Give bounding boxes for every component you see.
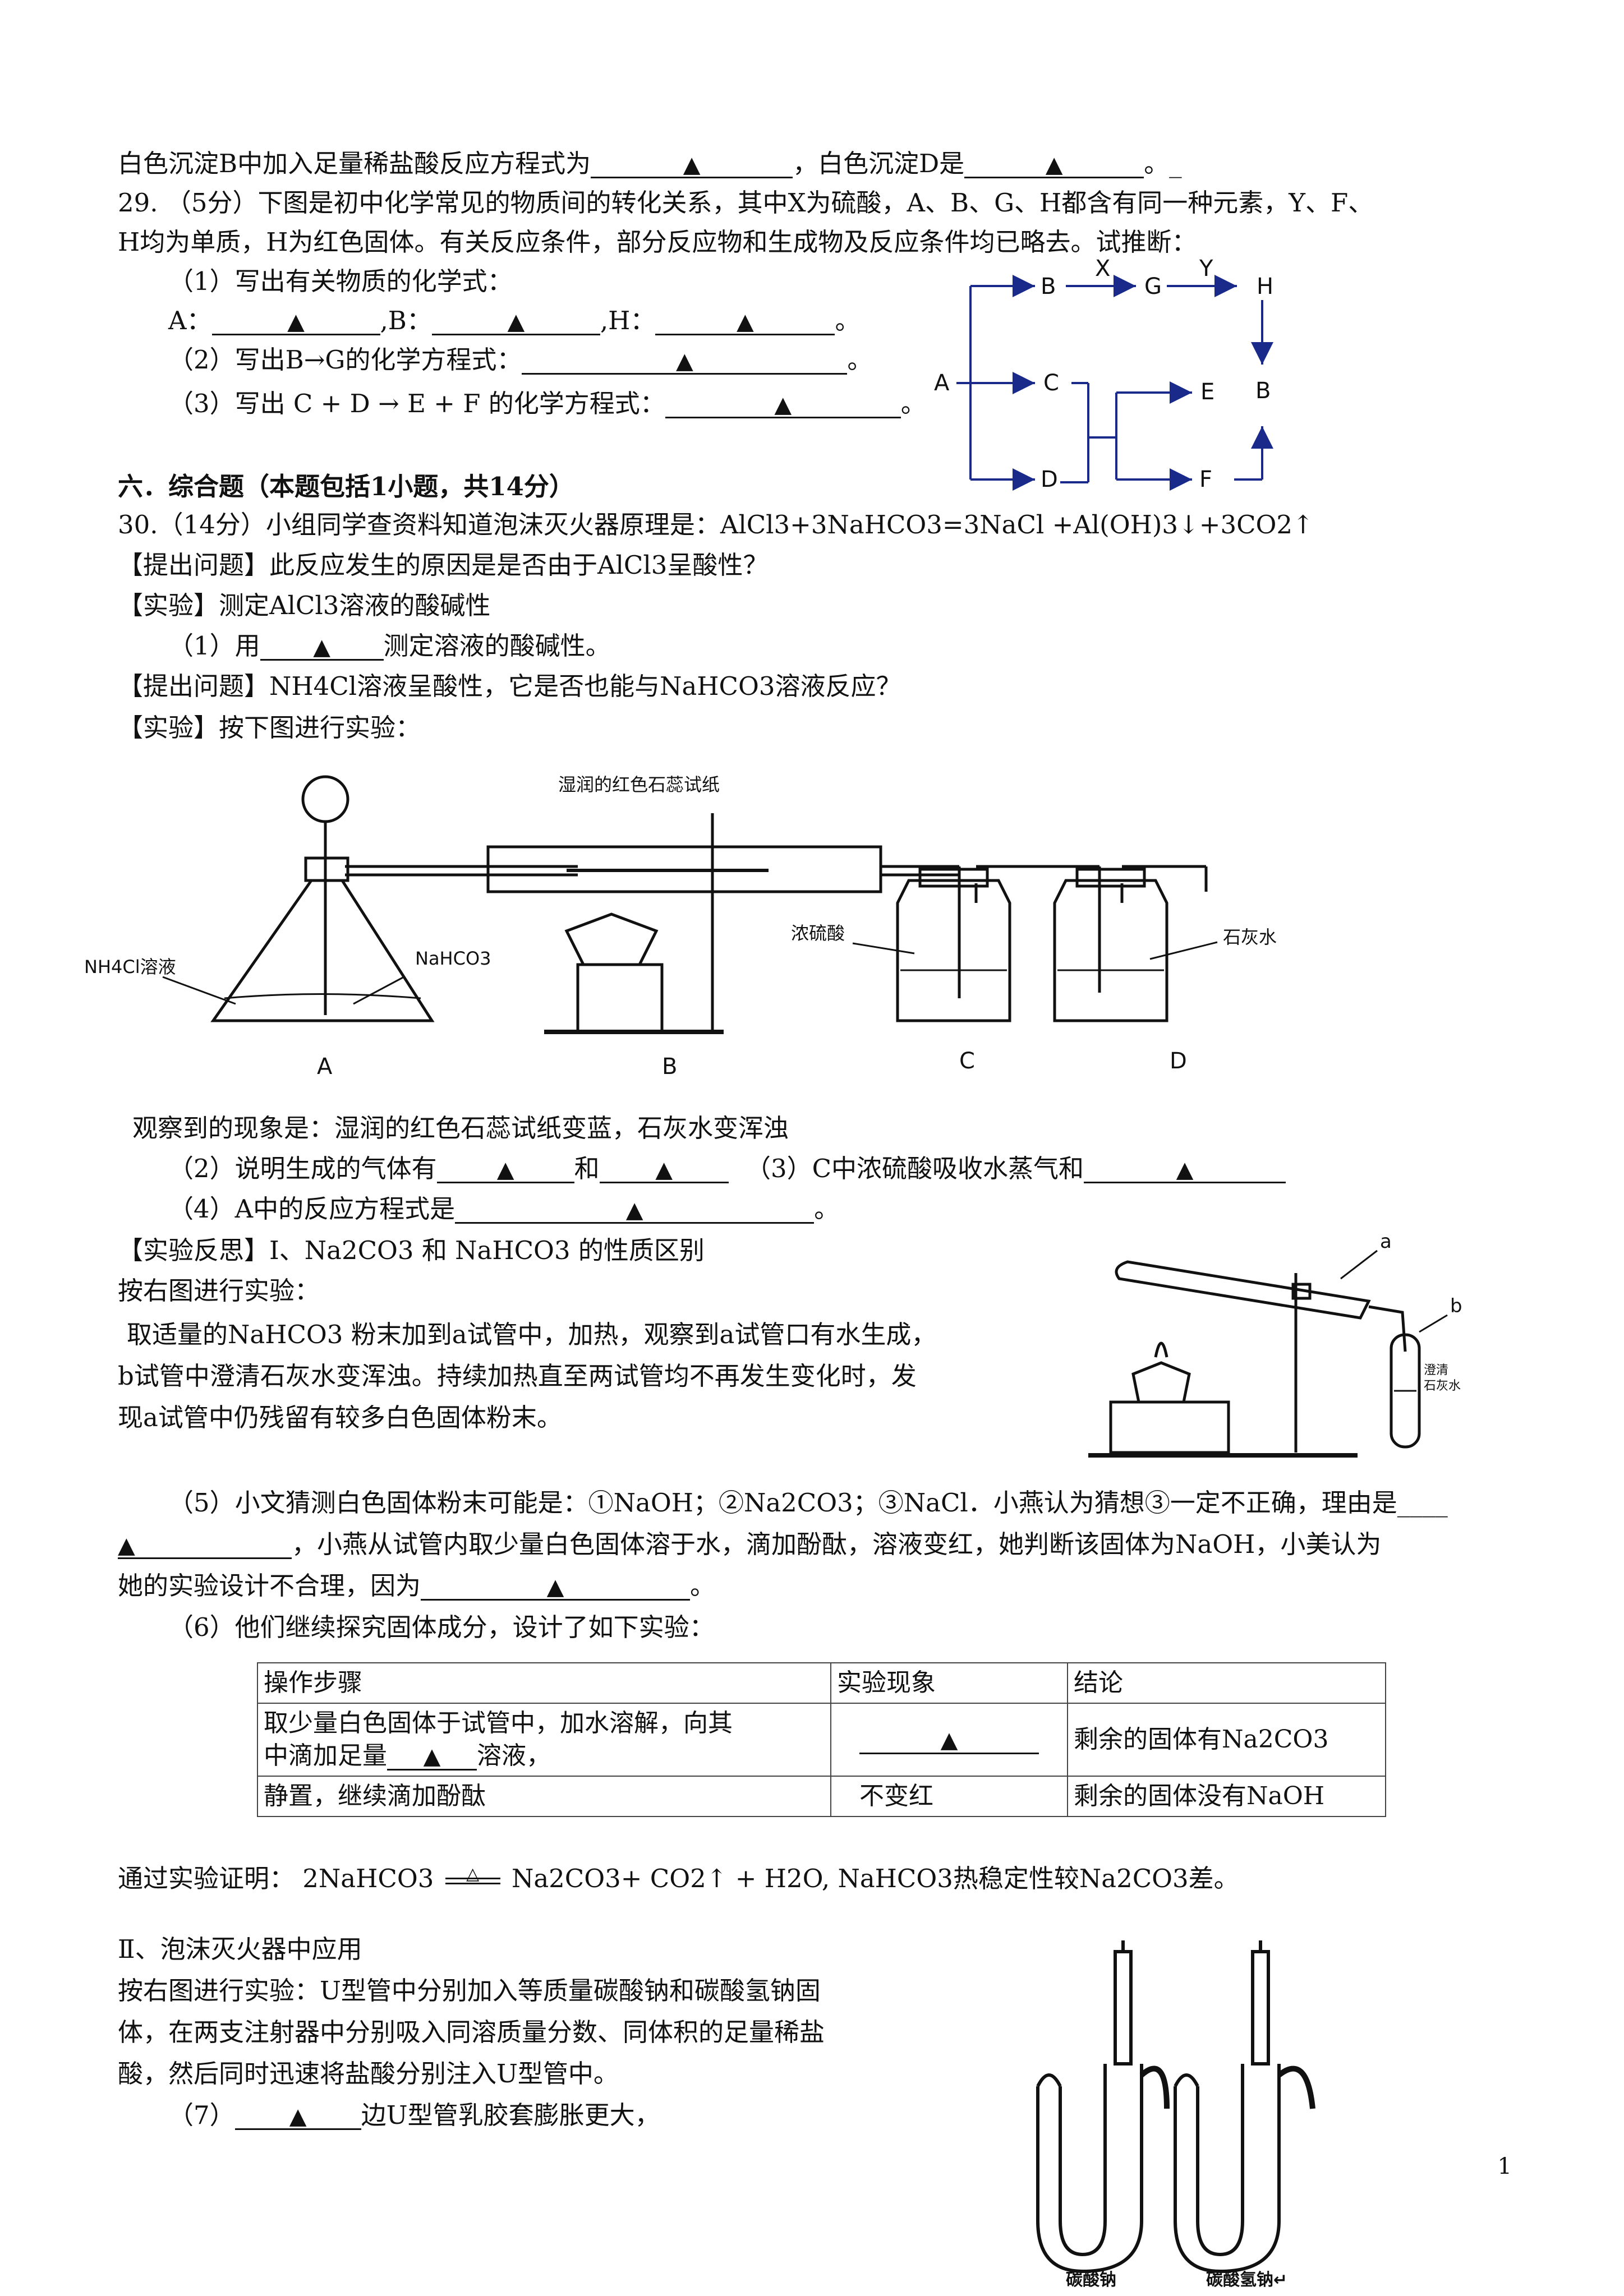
q30-part6: （6）他们继续探究固体成分，设计了如下实验： (168, 1612, 715, 1642)
label-litmus: 湿润的红色石蕊试纸 (558, 774, 720, 795)
answer-blank[interactable]: ▲ (665, 391, 901, 418)
answer-blank[interactable]: ▲ (599, 1156, 729, 1183)
q29-stem: 29. （5分）下图是初中化学常见的物质间的转化关系，其中X为硫酸，A、B、G、… (118, 188, 1374, 218)
table-cell: ▲ (830, 1703, 1068, 1777)
q29-part1: （1）写出有关物质的化学式： (168, 266, 513, 296)
q30-part7: （7）▲边U型管乳胶套膨胀更大， (168, 2100, 660, 2130)
q30-stem: 30.（14分）小组同学查资料知道泡沫灭火器原理是：AlCl3+3NaHCO3=… (118, 510, 1314, 540)
q30-part1: （1）用▲测定溶液的酸碱性。 (168, 631, 611, 661)
label-a: A (317, 1054, 333, 1080)
node-a: A (934, 370, 950, 396)
q30-part4: （4）A中的反应方程式是▲。 (168, 1194, 840, 1224)
label-sodium-carbonate: 碳酸钠 (1066, 2270, 1116, 2288)
label-nh4cl: NH4Cl溶液 (84, 956, 176, 978)
page-number: 1 (1497, 2154, 1512, 2179)
label-x: X (1095, 258, 1110, 282)
question-2: 【提出问题】NH4Cl溶液呈酸性，它是否也能与NaHCO3溶液反应？ (118, 671, 901, 701)
q30-part5-2: ▲，小燕从试管内取少量白色固体溶于水，滴加酚酞，溶液变红，她判断该固体为NaOH… (118, 1529, 1382, 1559)
paragraph-line: 现a试管中仍残留有较多白色固体粉末。 (118, 1403, 562, 1432)
experiment-1: 【实验】测定AlCl3溶液的酸碱性 (118, 591, 491, 620)
node-d: D (1041, 467, 1058, 492)
answer-blank-b[interactable]: ▲ (431, 308, 600, 335)
apparatus-figure: 湿润的红色石蕊试纸 NH4Cl溶液 NaHCO3 浓硫酸 石灰水 A B C D (84, 774, 1277, 1080)
answer-blank[interactable]: ▲ (455, 1196, 815, 1224)
paragraph-line: 体，在两支注射器中分别吸入同溶质量分数、同体积的足量稀盐 (118, 2017, 825, 2047)
label-h2so4: 浓硫酸 (791, 923, 845, 944)
label-a: a (1380, 1230, 1392, 1253)
paragraph-line: b试管中澄清石灰水变浑浊。持续加热直至两试管均不再发生变化时，发 (118, 1361, 917, 1391)
right-figure-intro: 按右图进行实验： (118, 1276, 320, 1306)
answer-blank[interactable]: ▲ (964, 151, 1144, 178)
q30-part5: （5）小文猜测白色固体粉末可能是：①NaOH；②Na2CO3；③NaCl．小燕认… (168, 1488, 1448, 1518)
node-g: G (1144, 274, 1162, 299)
label-y: Y (1199, 258, 1213, 282)
table-header: 实验现象 (830, 1662, 1068, 1704)
node-h: H (1257, 274, 1273, 299)
label-sodium-bicarbonate: 碳酸氢钠↵ (1206, 2270, 1287, 2288)
table-cell: 剩余的固体没有NaOH (1067, 1776, 1386, 1817)
observation: 观察到的现象是：湿润的红色石蕊试纸变蓝，石灰水变浑浊 (132, 1113, 789, 1143)
heat-arrow: △ (442, 1862, 504, 1884)
line-precipitate: 白色沉淀B中加入足量稀盐酸反应方程式为▲，白色沉淀D是▲。_ (118, 149, 1182, 178)
answer-blank[interactable]: ▲ (591, 151, 793, 178)
label-limewater: 石灰水 (1424, 1379, 1461, 1393)
reflection-heading: 【实验反思】Ⅰ、Na2CO3 和 NaHCO3 的性质区别 (118, 1235, 705, 1265)
node-c: C (1043, 370, 1059, 396)
label-b: b (1450, 1295, 1462, 1317)
q29-formula-line: A：▲,B：▲,H：▲。 (168, 306, 861, 335)
q29-part3: （3）写出 C + D → E + F 的化学方程式：▲。 (168, 389, 926, 418)
table-cell: 静置，继续滴加酚酞 (257, 1776, 831, 1817)
heating-figure: a b 澄清 石灰水 (1088, 1230, 1462, 1458)
question-1: 【提出问题】此反应发生的原因是是否由于AlCl3呈酸性？ (118, 550, 769, 580)
node-e: E (1200, 379, 1214, 405)
table-header: 结论 (1067, 1662, 1386, 1704)
label-c: C (959, 1048, 975, 1074)
label-clear: 澄清 (1424, 1363, 1448, 1377)
answer-blank[interactable]: ▲ (436, 1156, 574, 1183)
q29-stem-2: H均为单质，H为红色固体。有关反应条件，部分反应物和生成物及反应条件均已略去。试… (118, 227, 1197, 257)
node-b2: B (1255, 378, 1271, 404)
experiment-table: 操作步骤 实验现象 结论 取少量白色固体于试管中，加水溶解，向其 中滴加足量▲溶… (257, 1662, 1386, 1817)
section-heading: 六．综合题（本题包括1小题，共14分） (118, 472, 574, 501)
answer-blank[interactable]: ▲ (118, 1532, 292, 1559)
table-row: 取少量白色固体于试管中，加水溶解，向其 中滴加足量▲溶液， ▲ 剩余的固体有Na… (257, 1703, 1386, 1777)
table-cell: 取少量白色固体于试管中，加水溶解，向其 中滴加足量▲溶液， (257, 1703, 831, 1777)
paragraph-line: 取适量的NaHCO3 粉末加到a试管中，加热，观察到a试管口有水生成， (127, 1320, 937, 1349)
answer-blank-a[interactable]: ▲ (211, 308, 380, 335)
answer-blank[interactable]: ▲ (260, 633, 384, 661)
proof-line: 通过实验证明： 2NaHCO3 △ Na2CO3+ CO2↑ + H2O, Na… (118, 1862, 1239, 1896)
node-b: B (1041, 274, 1056, 299)
node-f: F (1199, 467, 1212, 492)
paragraph-line: 酸，然后同时迅速将盐酸分别注入U型管中。 (118, 2059, 619, 2088)
q29-part2: （2）写出B→G的化学方程式：▲。 (168, 345, 873, 375)
u-tube-figure: 碳酸钠 碳酸氢钠↵ (1036, 1940, 1315, 2288)
table-cell: 剩余的固体有Na2CO3 (1067, 1703, 1386, 1777)
table-header: 操作步骤 (257, 1662, 831, 1704)
table-cell: 不变红 (830, 1776, 1068, 1817)
answer-blank[interactable]: ▲ (421, 1573, 691, 1601)
label-b: B (662, 1054, 677, 1080)
answer-blank[interactable]: ▲ (859, 1727, 1039, 1754)
table-row: 静置，继续滴加酚酞 不变红 剩余的固体没有NaOH (257, 1776, 1386, 1817)
q30-part2-3: （2）说明生成的气体有▲和▲ （3）C中浓硫酸吸收水蒸气和▲ (168, 1152, 1286, 1186)
answer-blank[interactable]: ▲ (1084, 1156, 1286, 1183)
answer-blank-h[interactable]: ▲ (655, 308, 835, 335)
label-nahco3: NaHCO3 (415, 948, 491, 969)
answer-blank[interactable]: ▲ (234, 2103, 361, 2130)
answer-blank[interactable]: ▲ (387, 1743, 477, 1771)
answer-blank[interactable]: ▲ (522, 347, 848, 375)
conversion-diagram: A B C D G H X Y E F B (934, 258, 1273, 492)
section-ii-heading: Ⅱ、泡沫灭火器中应用 (118, 1934, 362, 1964)
paragraph-line: 按右图进行实验：U型管中分别加入等质量碳酸钠和碳酸氢钠固 (118, 1976, 821, 2005)
label-d: D (1170, 1048, 1187, 1074)
experiment-2: 【实验】按下图进行实验： (118, 713, 421, 743)
label-limewater: 石灰水 (1223, 926, 1277, 948)
q30-part5-3: 她的实验设计不合理，因为▲。 (118, 1571, 716, 1601)
